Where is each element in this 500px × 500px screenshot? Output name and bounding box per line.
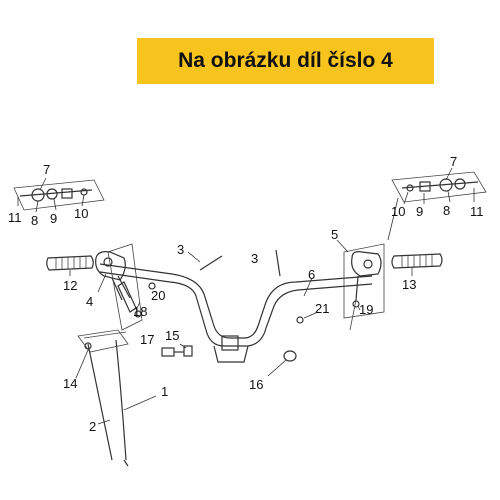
right-grip-kit-drawing (387, 167, 487, 241)
label-left-12: 12 (63, 278, 77, 293)
label-mid-21: 21 (315, 301, 329, 316)
label-mid-1: 1 (161, 384, 168, 399)
left-lever-drawing (117, 281, 156, 318)
label-mid-15: 15 (165, 328, 179, 343)
right-switch-drawing (336, 239, 385, 319)
label-right-7: 7 (450, 154, 457, 169)
label-mid-6: 6 (308, 267, 315, 282)
label-mid-3: 3 (251, 251, 258, 266)
label-mid-16: 16 (249, 377, 263, 392)
handlebar-drawing (99, 263, 373, 363)
screw-3-left-drawing (199, 255, 223, 271)
label-mid-17: 17 (140, 332, 154, 347)
right-grip-drawing (391, 253, 443, 276)
label-left-4: 4 (86, 294, 93, 309)
label-right-11: 11 (470, 204, 484, 219)
banner-text: Na obrázku díl číslo 4 (178, 49, 393, 72)
cables-drawing (75, 329, 157, 467)
label-right-10: 10 (391, 204, 405, 219)
label-left-20: 20 (151, 288, 165, 303)
label-left-9: 9 (50, 211, 57, 226)
label-right-9: 9 (416, 204, 423, 219)
label-left-11: 11 (8, 210, 22, 225)
label-left-3: 3 (177, 242, 184, 257)
label-left-14: 14 (63, 376, 77, 391)
label-left-8: 8 (31, 213, 38, 228)
label-right-13: 13 (402, 277, 416, 292)
left-grip-drawing (46, 255, 94, 276)
label-left-7: 7 (43, 162, 50, 177)
part-number-banner: Na obrázku díl číslo 4 (137, 38, 434, 84)
label-left-18: 18 (133, 304, 147, 319)
left-grip-kit-drawing (13, 177, 105, 213)
screw-21-drawing (296, 316, 304, 324)
label-left-10: 10 (74, 206, 88, 221)
label-right-8: 8 (443, 203, 450, 218)
label-right-19: 19 (359, 302, 373, 317)
end-cap-16-drawing (283, 350, 297, 362)
label-right-5: 5 (331, 227, 338, 242)
screw-3-mid-drawing (275, 249, 281, 277)
label-left-2: 2 (89, 419, 96, 434)
bolts-17-15-drawing (161, 343, 193, 357)
